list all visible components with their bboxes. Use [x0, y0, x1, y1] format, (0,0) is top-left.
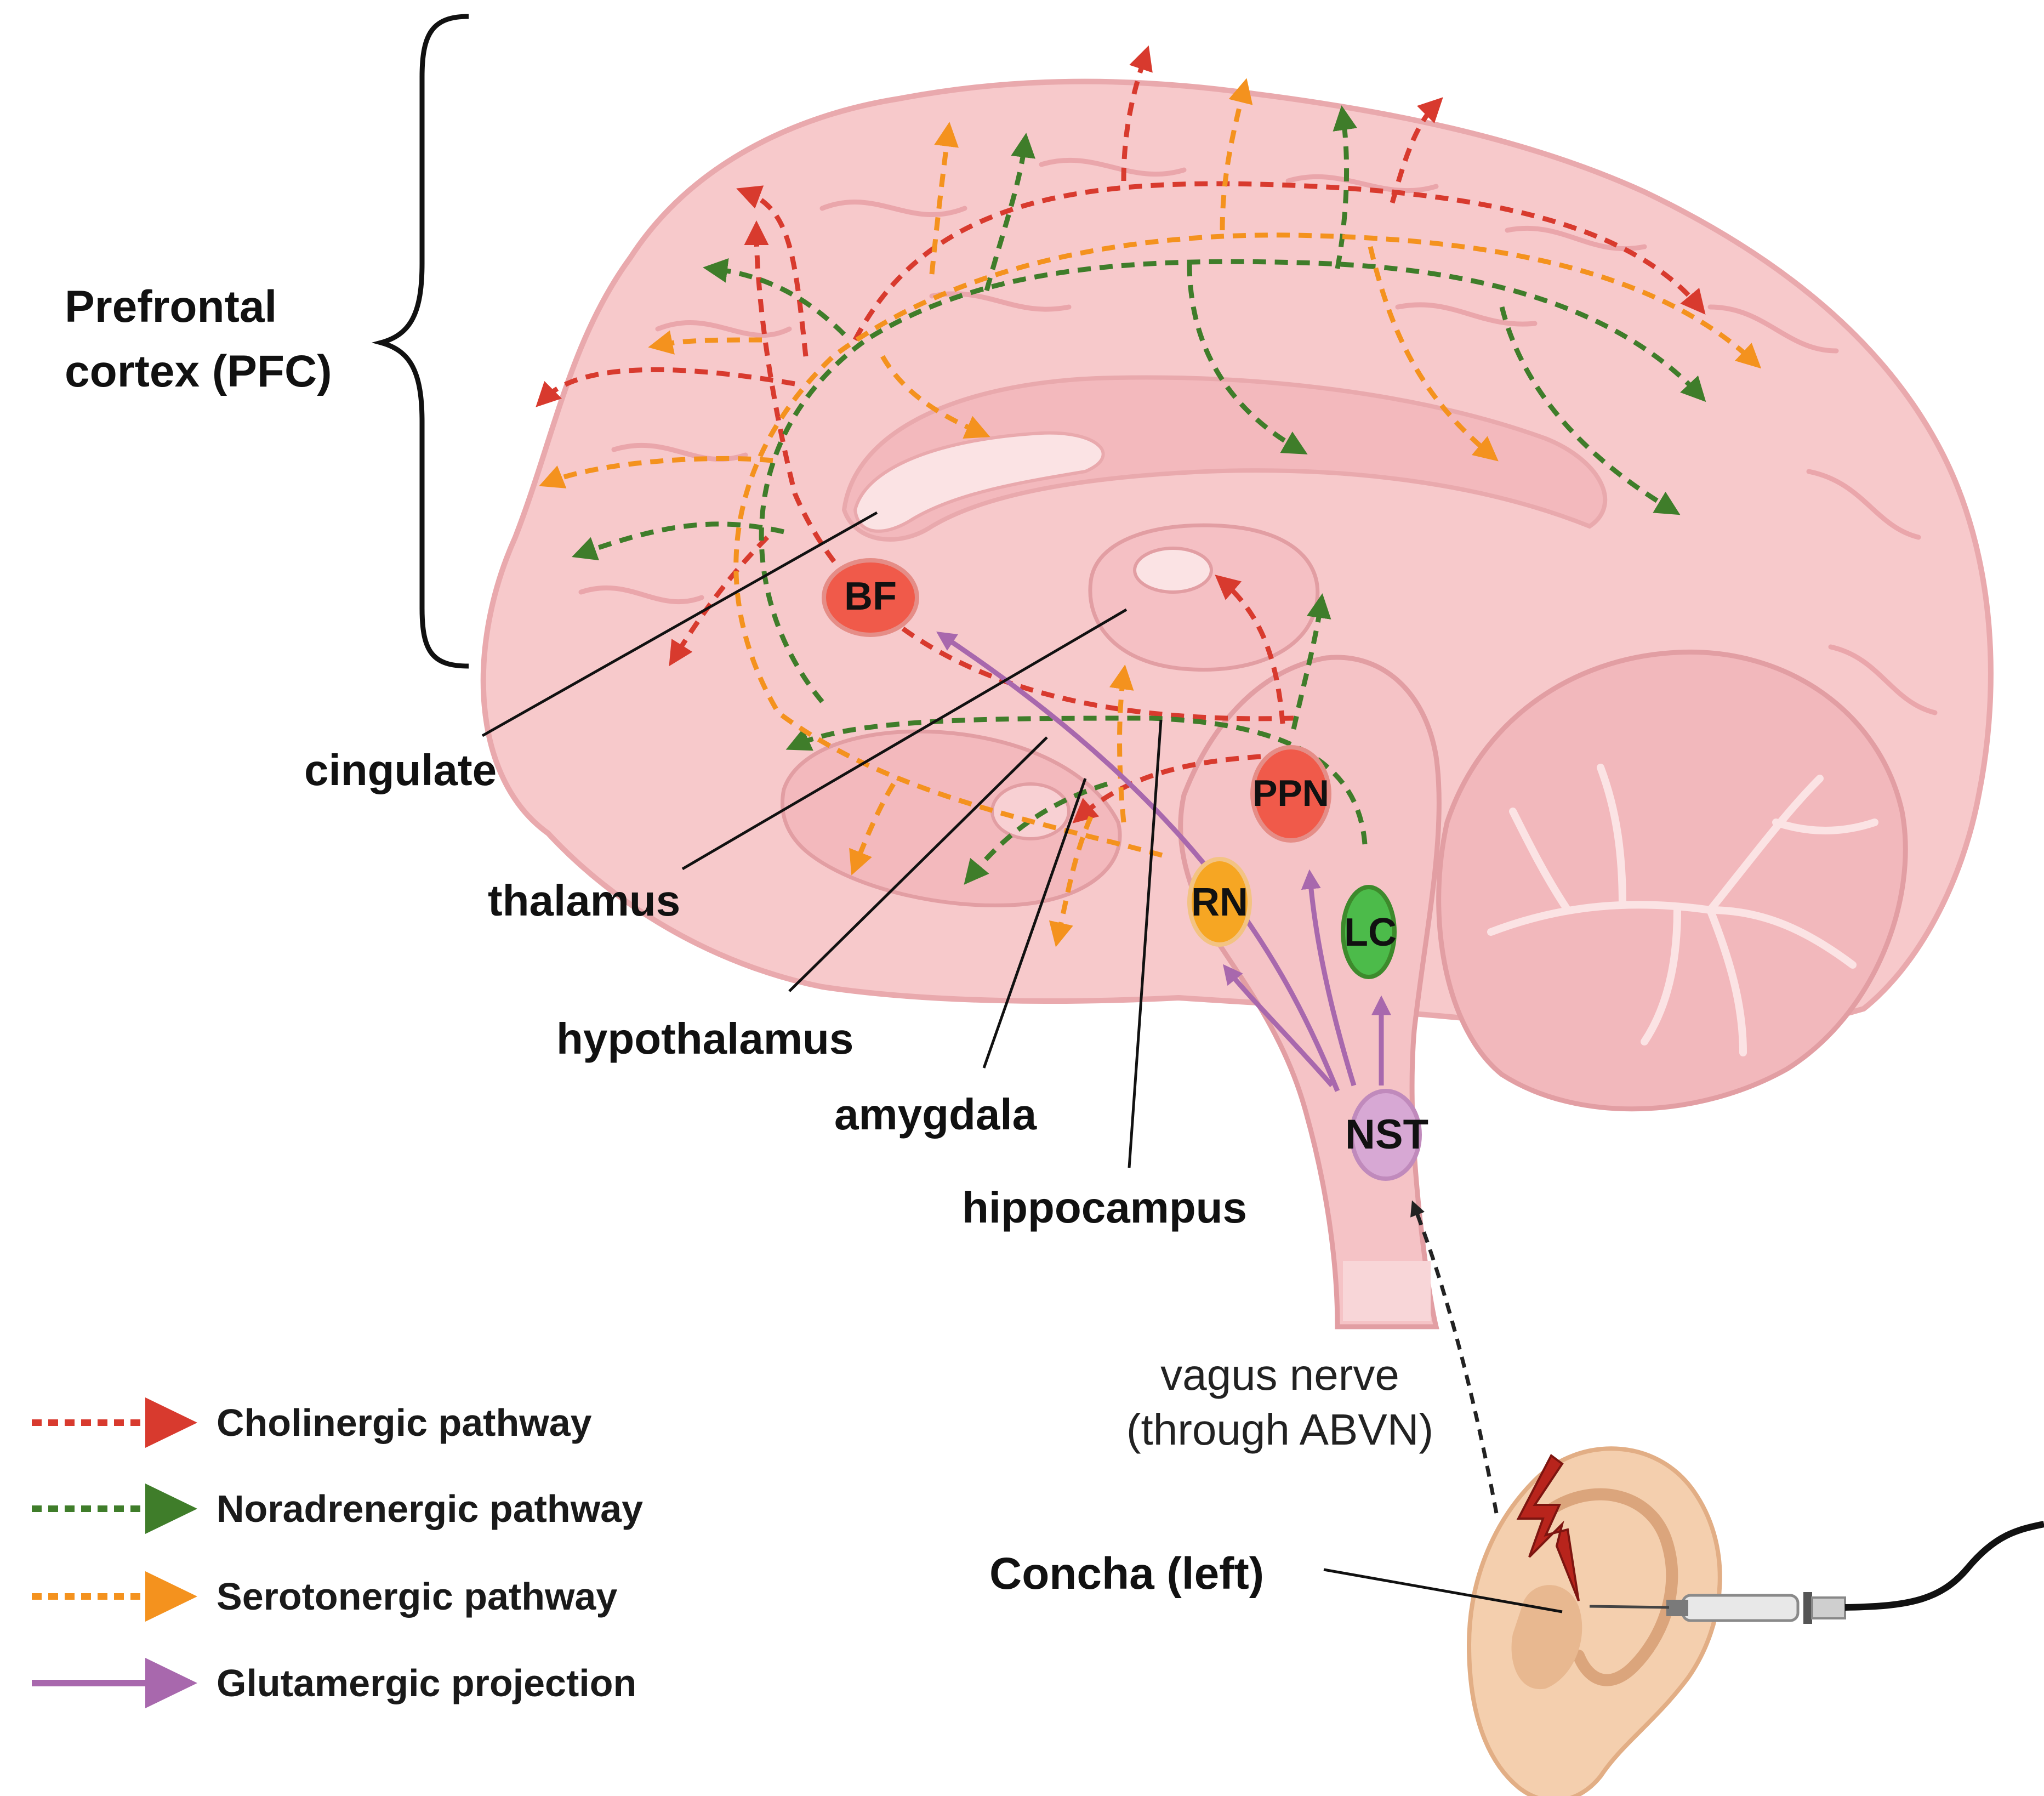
- legend-arrow-icon: [145, 1658, 197, 1708]
- label-vagus-line2: (through ABVN): [1126, 1405, 1433, 1454]
- electrode-band: [1803, 1592, 1812, 1624]
- electrode-cable: [1844, 1521, 2044, 1611]
- leader-hypothalamus: [788, 736, 1048, 992]
- ear-outline: [1466, 1446, 1722, 1796]
- ear-concha: [1511, 1585, 1582, 1690]
- label-hippocampus: hippocampus: [962, 1183, 1247, 1232]
- leader-amygdala: [982, 778, 1087, 1068]
- cholinergic-pathways: [536, 45, 1706, 823]
- label-thalamus: thalamus: [488, 876, 680, 925]
- nucleus-nst: NST: [1345, 1089, 1428, 1181]
- legend-label: Cholinergic pathway: [217, 1401, 592, 1444]
- legend-item: Cholinergic pathway: [32, 1397, 592, 1448]
- legend-arrow-icon: [145, 1484, 197, 1534]
- legend-arrow-icon: [145, 1571, 197, 1622]
- lateral-ventricle: [853, 431, 1105, 533]
- legend-label: Noradrenergic pathway: [217, 1487, 643, 1530]
- corpus-callosum: [841, 375, 1608, 542]
- nucleus-bf-label: BF: [844, 575, 897, 618]
- vagus-nerve-path: [1410, 1200, 1499, 1514]
- electrode-wire: [1589, 1605, 1670, 1609]
- legend-item: Glutamergic projection: [32, 1658, 636, 1708]
- label-hypothalamus: hypothalamus: [556, 1014, 853, 1063]
- leader-hippocampus: [1128, 719, 1163, 1168]
- leader-concha: [1323, 1568, 1563, 1613]
- legend-item: Noradrenergic pathway: [32, 1484, 643, 1534]
- electrode-tip: [1666, 1600, 1688, 1616]
- spinal-cord: [1343, 1261, 1431, 1321]
- nucleus-nst-label: NST: [1345, 1111, 1428, 1158]
- leader-lines: [481, 511, 1563, 1613]
- label-vagus-line1: vagus nerve: [1160, 1350, 1399, 1399]
- nucleus-rn: RN: [1187, 857, 1252, 947]
- thalamus-body: [1088, 523, 1320, 672]
- label-cingulate: cingulate: [304, 746, 497, 794]
- ear-illustration: [1466, 1446, 2044, 1796]
- serotonergic-pathways: [539, 78, 1762, 947]
- noradrenergic-pathways: [572, 105, 1706, 885]
- electrode-connector: [1811, 1596, 1846, 1619]
- nucleus-lc-label: LC: [1344, 911, 1397, 954]
- leader-thalamus: [681, 608, 1128, 871]
- nucleus-lc: LC: [1341, 885, 1397, 979]
- brain-illustration: [480, 78, 1994, 1329]
- legend-label: Glutamergic projection: [217, 1662, 636, 1704]
- legend-arrow-icon: [145, 1397, 197, 1448]
- label-concha: Concha (left): [989, 1549, 1264, 1599]
- label-pfc-line1: Prefrontal: [65, 282, 277, 332]
- nucleus-ppn-label: PPN: [1252, 772, 1329, 814]
- lightning-bolt-icon: [1516, 1453, 1580, 1601]
- label-amygdala: amygdala: [834, 1090, 1037, 1139]
- thalamus-center: [1133, 547, 1213, 594]
- nucleus-ppn: PPN: [1250, 745, 1331, 843]
- label-pfc-line2: cortex (PFC): [65, 346, 332, 396]
- electrode-body: [1681, 1594, 1800, 1622]
- legend-item: Serotonergic pathway: [32, 1571, 617, 1622]
- nucleus-bf: BF: [822, 558, 919, 637]
- pfc-brace: [371, 14, 469, 669]
- cerebellum: [1436, 649, 1908, 1112]
- ear-inner-fold: [1540, 1488, 1678, 1686]
- nucleus-rn-label: RN: [1191, 880, 1248, 924]
- leader-cingulate: [481, 511, 878, 737]
- legend-label: Serotonergic pathway: [217, 1575, 617, 1618]
